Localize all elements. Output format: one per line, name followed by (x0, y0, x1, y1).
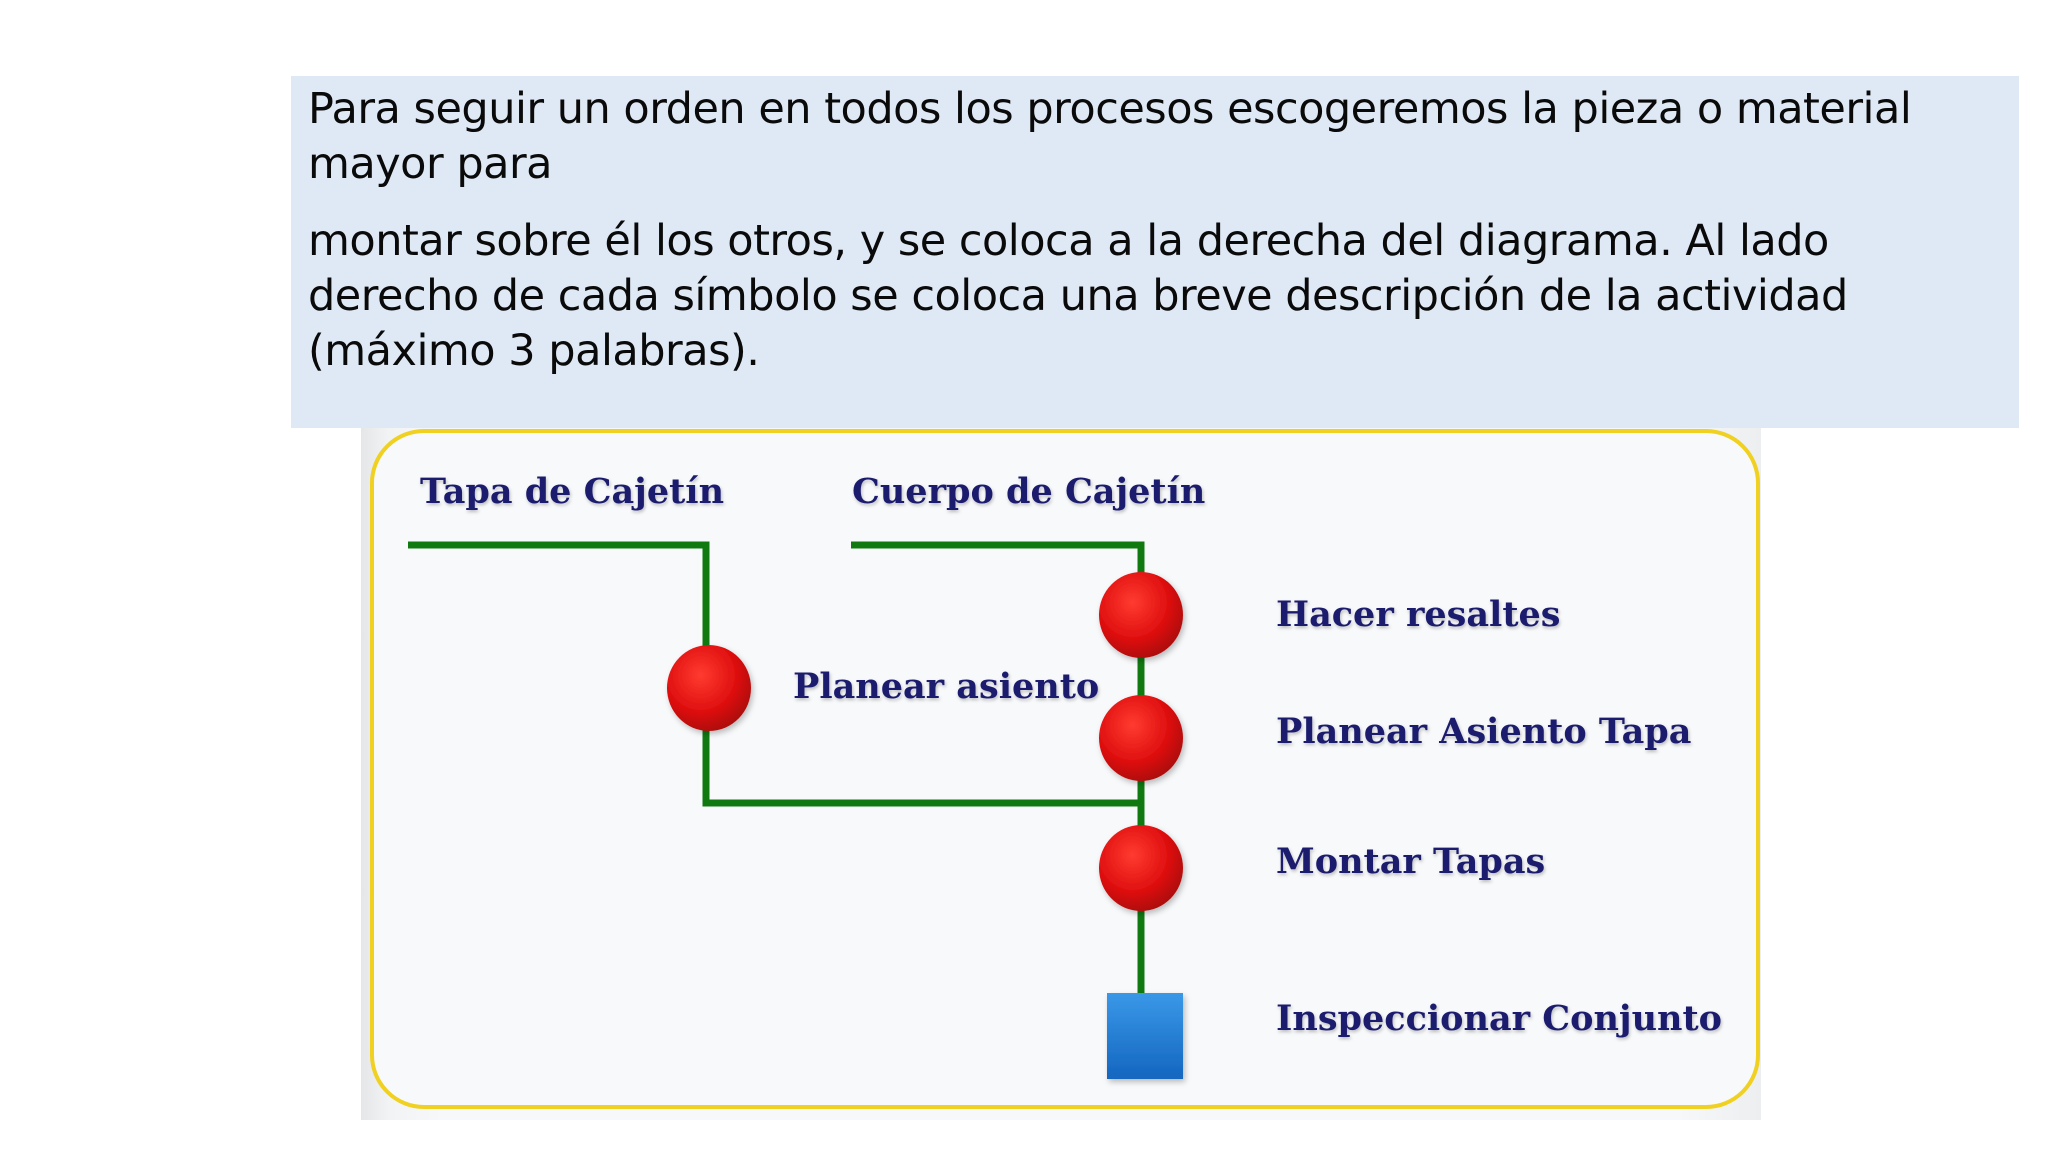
operation-circle-planear-asiento-tapa (1099, 695, 1183, 781)
operation-circle-hacer-resaltes (1099, 572, 1183, 658)
operation-circle-montar-tapas (1099, 825, 1183, 911)
operation-label-planear-asiento: Planear asiento (793, 666, 1099, 707)
operation-label-hacer-resaltes: Hacer resaltes (1276, 594, 1560, 635)
process-diagram: Tapa de Cajetín Cuerpo de Cajetín Planea… (361, 428, 1761, 1120)
instruction-textbox: Para seguir un orden en todos los proces… (291, 76, 2019, 428)
input-label-cuerpo: Cuerpo de Cajetín (852, 471, 1205, 512)
inspection-square-icon (1107, 993, 1183, 1079)
operation-circle-planear-asiento (667, 645, 751, 731)
input-label-tapa: Tapa de Cajetín (420, 471, 724, 512)
paragraph-2: montar sobre él los otros, y se coloca a… (308, 216, 1848, 376)
operation-label-planear-asiento-tapa: Planear Asiento Tapa (1276, 711, 1691, 752)
operation-label-montar-tapas: Montar Tapas (1276, 841, 1545, 882)
inspection-label: Inspeccionar Conjunto (1276, 998, 1722, 1039)
diagram-frame (370, 429, 1760, 1109)
paragraph-1: Para seguir un orden en todos los proces… (308, 84, 1912, 189)
